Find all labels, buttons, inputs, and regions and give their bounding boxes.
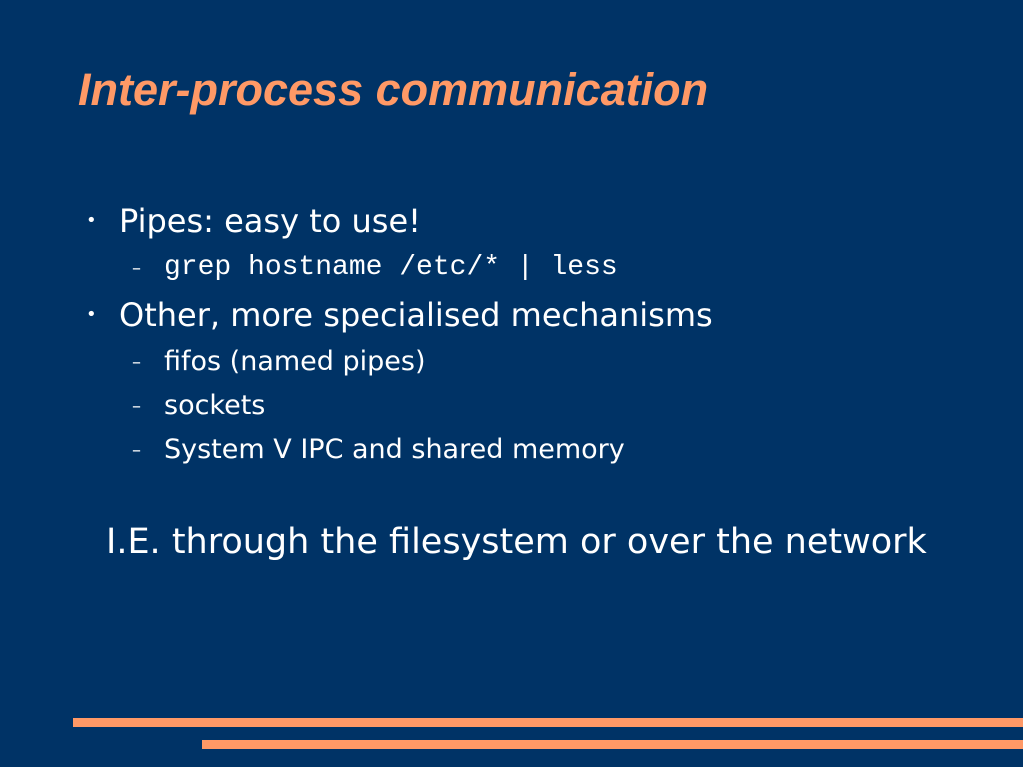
sub-item-text: grep hostname /etc/* | less (164, 252, 618, 283)
decorative-rule-top (73, 718, 1023, 727)
bullet-icon: • (86, 304, 97, 325)
bullet-text: Pipes: easy to use! (119, 202, 421, 240)
sub-item-text: sockets (164, 390, 266, 421)
sub-item-sockets: – sockets (86, 384, 986, 428)
slide-title: Inter-process communication (78, 64, 709, 115)
bullet-item-other-mechanisms: • Other, more specialised mechanisms (86, 290, 986, 340)
bullet-text: Other, more specialised mechanisms (119, 296, 713, 334)
decorative-rule-bottom (202, 740, 1023, 749)
bullet-item-pipes: • Pipes: easy to use! (86, 196, 986, 246)
bullet-icon: • (86, 210, 97, 231)
sub-item-text: fifos (named pipes) (164, 346, 426, 377)
slide-note: I.E. through the filesystem or over the … (106, 522, 927, 562)
bullet-list: • Pipes: easy to use! – grep hostname /e… (86, 196, 986, 472)
sub-item-text: System V IPC and shared memory (164, 434, 625, 465)
sub-item-system-v-ipc: – System V IPC and shared memory (86, 428, 986, 472)
sub-item-grep-command: – grep hostname /etc/* | less (86, 246, 986, 290)
dash-icon: – (132, 258, 141, 279)
dash-icon: – (132, 440, 141, 461)
sub-item-fifos: – fifos (named pipes) (86, 340, 986, 384)
dash-icon: – (132, 396, 141, 417)
dash-icon: – (132, 352, 141, 373)
